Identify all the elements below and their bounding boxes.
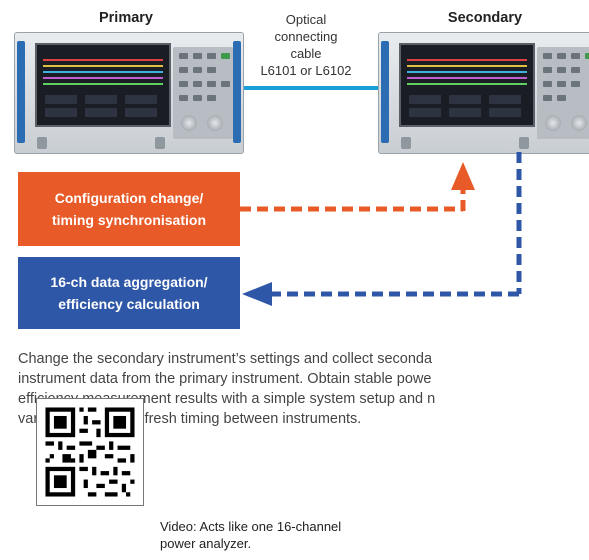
description-line-1: Change the secondary instrument’s settin… <box>18 351 433 367</box>
aggregation-box-line-2: efficiency calculation <box>58 296 200 312</box>
aggregation-box: 16-ch data aggregation/ efficiency calcu… <box>18 257 240 329</box>
dashed-arrows <box>240 152 522 306</box>
video-caption[interactable]: Video: Acts like one 16-channel power an… <box>160 518 420 552</box>
configuration-box-line-1: Configuration change/ <box>54 190 204 206</box>
primary-title: Primary <box>98 10 153 26</box>
configuration-box: Configuration change/ timing synchronisa… <box>18 172 240 246</box>
blue-arrowhead <box>242 282 272 306</box>
cable-label-line-1: Optical <box>285 12 327 27</box>
cable-label-line-4: L6101 or L6102 <box>260 63 352 78</box>
orange-arrowhead <box>451 162 475 190</box>
optical-cable-line <box>232 86 380 90</box>
description-line-2: instrument data from the primary instrum… <box>18 371 432 387</box>
cable-label-line-3: cable <box>290 46 322 61</box>
video-caption-line-2: power analyzer. <box>160 536 252 551</box>
aggregation-box-line-1: 16-ch data aggregation/ <box>50 274 208 290</box>
video-qr-code[interactable] <box>36 398 144 506</box>
secondary-title: Secondary <box>447 10 523 26</box>
video-caption-line-1: Video: Acts like one 16-channel <box>160 519 342 534</box>
cable-label: Optical connecting cable L6101 or L6102 <box>245 11 367 79</box>
secondary-instrument <box>378 32 589 154</box>
primary-instrument <box>14 32 244 154</box>
configuration-box-line-2: timing synchronisation <box>51 212 206 228</box>
cable-label-line-2: connecting <box>274 29 338 44</box>
qr-code-icon <box>37 399 143 505</box>
